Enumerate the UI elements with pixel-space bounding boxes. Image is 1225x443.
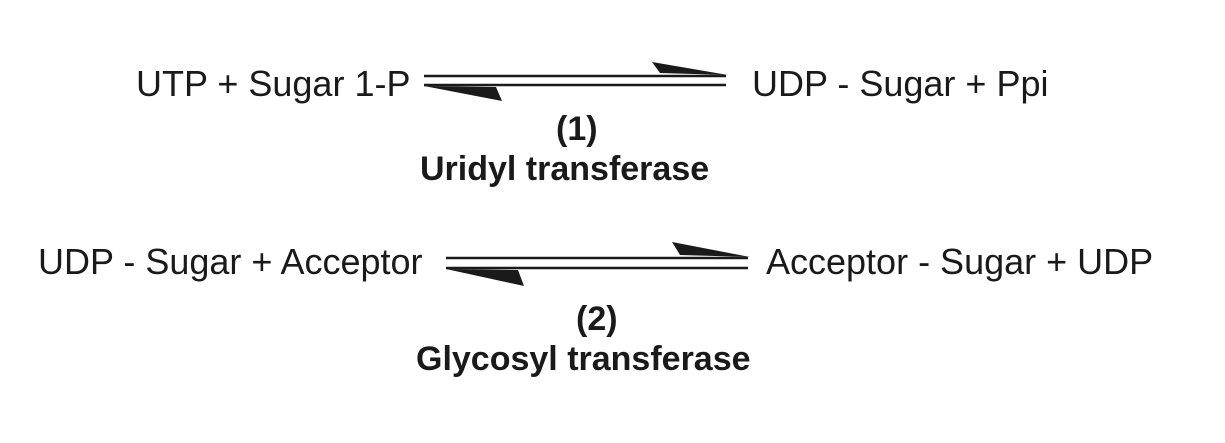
- reaction-2-products: Acceptor - Sugar + UDP: [766, 241, 1154, 282]
- equilibrium-arrow-1: [424, 62, 728, 101]
- reaction-1-products: UDP - Sugar + Ppi: [752, 63, 1049, 104]
- reaction-2-reactants: UDP - Sugar + Acceptor: [38, 241, 423, 282]
- reaction-2-number: (2): [576, 300, 618, 338]
- equilibrium-arrow-2: [446, 242, 750, 286]
- reaction-1-number: (1): [556, 110, 598, 148]
- reaction-2-enzyme: Glycosyl transferase: [416, 340, 751, 378]
- reaction-1-reactants: UTP + Sugar 1-P: [136, 63, 411, 104]
- reaction-1-enzyme: Uridyl transferase: [420, 150, 710, 188]
